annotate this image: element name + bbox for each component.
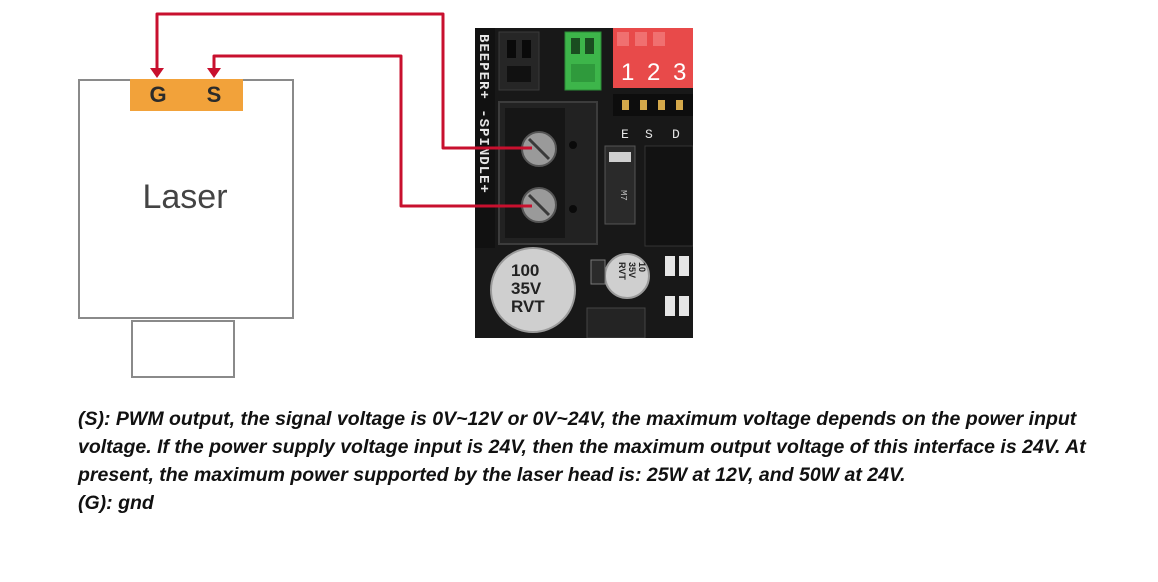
laser-module-base	[131, 320, 235, 378]
laser-pin-g-label: G	[149, 82, 167, 107]
arrow-s-icon	[207, 68, 221, 78]
cap-small-line-3: RVT	[617, 262, 627, 280]
board-illustration: BEEPER+ -SPINDLE+ 1 2 3 E S D	[475, 28, 693, 338]
description-block: (S): PWM output, the signal voltage is 0…	[78, 405, 1088, 517]
header-label-s: S	[645, 127, 653, 142]
header-label-d: D	[672, 127, 680, 142]
cap-large-line-1: 100	[511, 261, 539, 280]
controller-board-photo: BEEPER+ -SPINDLE+ 1 2 3 E S D	[475, 28, 693, 338]
board-silkscreen-text: BEEPER+ -SPINDLE+	[475, 34, 491, 194]
description-s: (S): PWM output, the signal voltage is 0…	[78, 408, 1086, 486]
cap-large-line-2: 35V	[511, 279, 542, 298]
dip-number-2: 2	[647, 59, 660, 86]
dip-number-1: 1	[621, 59, 634, 86]
header-label-e: E	[621, 127, 629, 142]
diode-label: M7	[618, 190, 628, 201]
description-g: (G): gnd	[78, 492, 154, 514]
cap-small-line-2: 35V	[627, 262, 637, 278]
dip-number-3: 3	[673, 59, 686, 86]
arrow-g-icon	[150, 68, 164, 78]
cap-small-line-1: 10	[637, 262, 647, 272]
laser-title: Laser	[142, 178, 228, 216]
cap-large-line-3: RVT	[511, 297, 545, 316]
laser-pin-s-label: S	[206, 82, 222, 107]
